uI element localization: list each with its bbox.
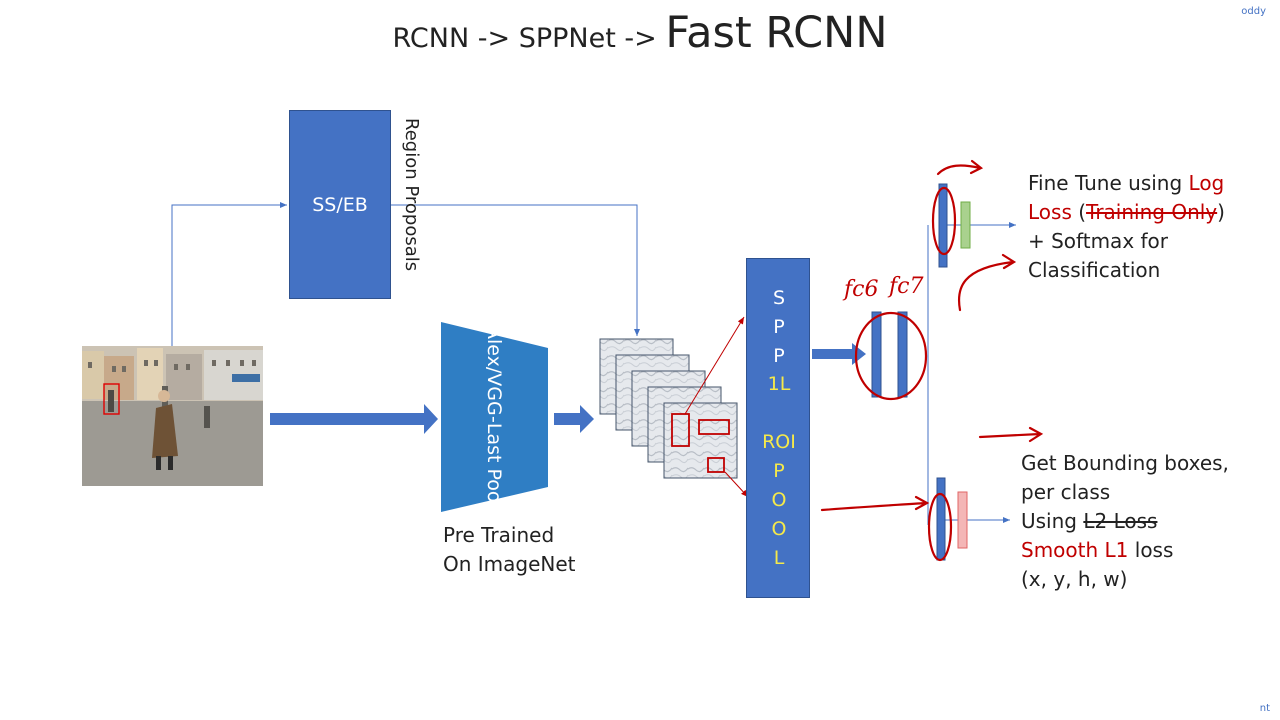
bbox-long-arrow bbox=[820, 495, 930, 512]
title-part2: Fast RCNN bbox=[665, 8, 888, 58]
spp-suffix: 1L bbox=[767, 373, 791, 395]
cnn-label: Alex/VGG -Last Pool bbox=[440, 322, 548, 512]
cls-line3: + Softmax for bbox=[1028, 229, 1169, 253]
cls-line1a: Fine Tune using bbox=[1028, 171, 1189, 195]
cls-line2c: Training Only bbox=[1086, 200, 1218, 224]
corner-watermark-top: oddy bbox=[1241, 6, 1266, 17]
image-to-ss-connector bbox=[171, 202, 287, 346]
bbox-ellipse bbox=[927, 492, 953, 562]
spp-letter-3: P bbox=[773, 345, 785, 367]
cnn-label-line2: -Last Pool bbox=[483, 415, 505, 508]
fc6-label: fc6 bbox=[842, 277, 878, 302]
pool-to-fc-arrow bbox=[812, 343, 866, 365]
bbox-fc-bar bbox=[936, 477, 946, 561]
bbox-reg-bar bbox=[957, 491, 968, 549]
pretrained-line1: Pre Trained bbox=[443, 523, 555, 547]
fc6-bar bbox=[871, 311, 882, 398]
cls-line2b: ( bbox=[1071, 200, 1087, 224]
roi-pool-column: S P P 1L ROI P O O L bbox=[746, 258, 810, 598]
cls-curve-arrow bbox=[936, 159, 984, 176]
image-to-cnn-arrow bbox=[270, 404, 438, 434]
cls-fc-bar bbox=[938, 183, 948, 268]
region-proposals-label: Region Proposals bbox=[401, 118, 422, 272]
bbox-line1: Get Bounding boxes, bbox=[1021, 451, 1229, 475]
cls-line4: Classification bbox=[1028, 258, 1161, 282]
pool-letter-3: O bbox=[771, 518, 787, 540]
cnn-trapezoid bbox=[441, 322, 548, 512]
pool-letter-4: L bbox=[773, 547, 785, 569]
bbox-dash-arrow bbox=[978, 426, 1044, 443]
pen-annotations: fc6 fc7 bbox=[764, 159, 1044, 562]
softmax-bar bbox=[960, 201, 971, 249]
corner-watermark-bottom: nt bbox=[1259, 703, 1270, 714]
selective-search-box: SS/EB bbox=[289, 110, 391, 299]
cls-hook-arrow bbox=[957, 253, 1017, 312]
roi-boxes bbox=[671, 413, 730, 473]
spp-letter-2: P bbox=[773, 316, 785, 338]
cls-ellipse bbox=[931, 186, 957, 256]
feature-map-stack bbox=[599, 338, 738, 479]
input-photo bbox=[82, 346, 263, 486]
fc-ellipse bbox=[854, 311, 928, 401]
spp-letter-1: S bbox=[772, 287, 786, 309]
pool-letter-1: P bbox=[773, 460, 785, 482]
pool-letter-2: O bbox=[771, 489, 787, 511]
bbox-text: Get Bounding boxes, per class Using L2 L… bbox=[1021, 449, 1229, 594]
fc7-label: fc7 bbox=[887, 274, 923, 299]
cls-line2d: ) bbox=[1217, 200, 1225, 224]
bbox-line4b: loss bbox=[1128, 538, 1174, 562]
pretrained-line2: On ImageNet bbox=[443, 552, 576, 576]
classification-text: Fine Tune using Log Loss (Training Only)… bbox=[1028, 169, 1225, 285]
roi-projection-lines bbox=[684, 316, 749, 498]
bbox-line3a: Using bbox=[1021, 509, 1084, 533]
title-part1: RCNN -> SPPNet -> bbox=[392, 23, 666, 54]
fc7-bar bbox=[897, 311, 908, 398]
slide-title: RCNN -> SPPNet -> Fast RCNN bbox=[0, 8, 1280, 58]
ss-to-features-connector bbox=[391, 204, 640, 336]
pretrained-caption: Pre Trained On ImageNet bbox=[443, 521, 576, 579]
roi-word: ROI bbox=[762, 431, 796, 453]
cnn-to-features-arrow bbox=[554, 405, 594, 433]
cls-line1b: Log bbox=[1188, 171, 1225, 195]
cls-line2a: Loss bbox=[1028, 200, 1072, 224]
bbox-line5: (x, y, h, w) bbox=[1021, 567, 1128, 591]
bbox-line4a: Smooth L1 bbox=[1021, 538, 1129, 562]
bbox-line2: per class bbox=[1021, 480, 1111, 504]
bbox-line3b: L2 Loss bbox=[1083, 509, 1158, 533]
cnn-label-line1: Alex/VGG bbox=[483, 326, 505, 416]
ss-box-label: SS/EB bbox=[312, 193, 368, 216]
